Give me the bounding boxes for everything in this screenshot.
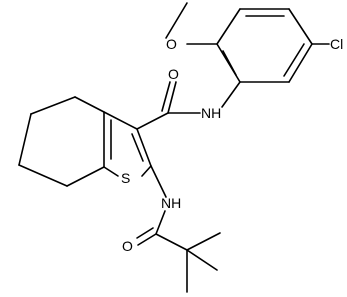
bond-ring-c6-c1 [216, 43, 241, 83]
bond-ring-c4-c5-inner [283, 43, 305, 77]
bond-c7-c7a [66, 166, 105, 187]
bond-c7a-s [103, 166, 119, 177]
atom-amide-nh: NH [201, 105, 221, 121]
bond-carbonyl-o-2 [161, 81, 171, 112]
bond-c5-c6 [18, 113, 32, 166]
bond-c2-c3 [136, 128, 152, 167]
atom-oxygen-carboxamide: O [168, 66, 179, 82]
bond-cq-methyl-right [186, 249, 218, 271]
atom-oxygen-methoxy: O [166, 36, 177, 52]
atom-chlorine: Cl [330, 36, 343, 52]
bond-nh-c-carbonyl [155, 210, 166, 235]
bond-ring-c6-c1-inner [222, 50, 237, 76]
bond-carbonyl-cq [155, 233, 188, 251]
bond-cq-methyl-top [186, 232, 221, 251]
bond-ring-c1-c2 [216, 8, 241, 45]
bond-ring-c4-c5 [288, 43, 313, 83]
bond-c2-nh [150, 165, 167, 198]
bond-pivaloyl-co-2 [136, 227, 154, 239]
bond-carbonyl-o-1 [167, 81, 177, 114]
bond-c4-c5 [30, 96, 76, 115]
bond-s-c2 [141, 165, 152, 177]
atom-pivaloyl-nh: NH [161, 195, 181, 211]
bond-c2-c3-inner [131, 133, 144, 162]
bond-ring-c3-c4 [288, 8, 313, 45]
bond-c3-c3a [103, 111, 138, 130]
bond-carbonyl-c3 [136, 112, 169, 130]
atom-oxygen-pivaloyl: O [122, 238, 133, 254]
bond-pivaloyl-co-1 [137, 233, 157, 246]
bond-c6-c7 [18, 164, 68, 187]
atom-sulfur: S [121, 170, 130, 186]
bond-c3a-c4 [74, 96, 105, 113]
bond-methyl-o [165, 2, 188, 39]
bond-aryl-nh [221, 81, 241, 108]
